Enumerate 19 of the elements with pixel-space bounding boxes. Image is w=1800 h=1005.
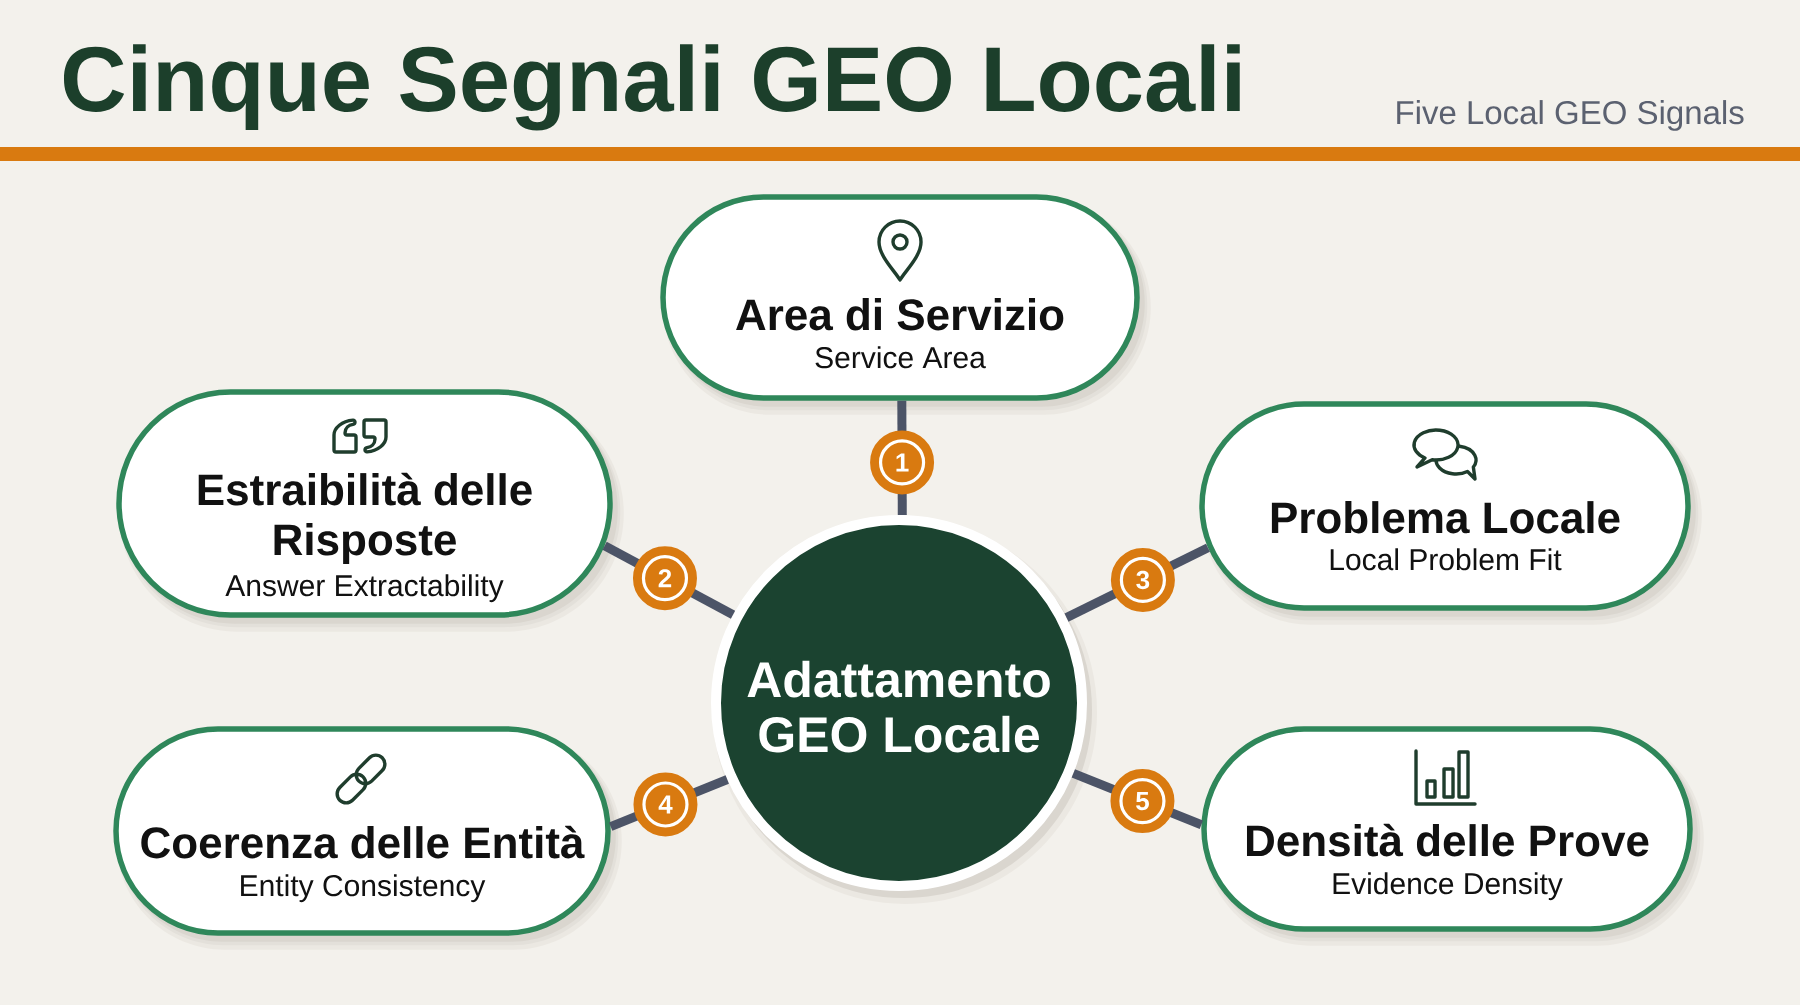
number-badge: 5: [1110, 769, 1175, 834]
title: Cinque Segnali GEO Locali: [64, 44, 1240, 131]
node-title: Problema Locale: [1271, 501, 1620, 534]
number-badge: 4: [633, 772, 698, 837]
node-subtitle: Local Problem Fit: [1330, 548, 1562, 571]
node-title: Densità delle Prove: [1247, 823, 1649, 857]
node-subtitle: Answer Extractability: [225, 574, 504, 603]
hub-title: Adattamento GEO Locale: [747, 660, 1050, 753]
number-badge: 1: [870, 430, 935, 495]
node-subtitle: Service Area: [815, 346, 986, 369]
subtitle: Five Local GEO Signals: [1397, 100, 1744, 131]
number-badge: 2: [632, 546, 697, 611]
node-title: Area di Servizio: [736, 298, 1064, 331]
node-title: Estraibilità delle Risposte: [198, 472, 532, 565]
node-title: Coerenza delle Entità: [141, 825, 585, 859]
hub-circle: [711, 515, 1097, 904]
number-badge: 3: [1110, 547, 1175, 612]
node-subtitle: Entity Consistency: [241, 874, 486, 903]
node-subtitle: Evidence Density: [1333, 872, 1563, 901]
